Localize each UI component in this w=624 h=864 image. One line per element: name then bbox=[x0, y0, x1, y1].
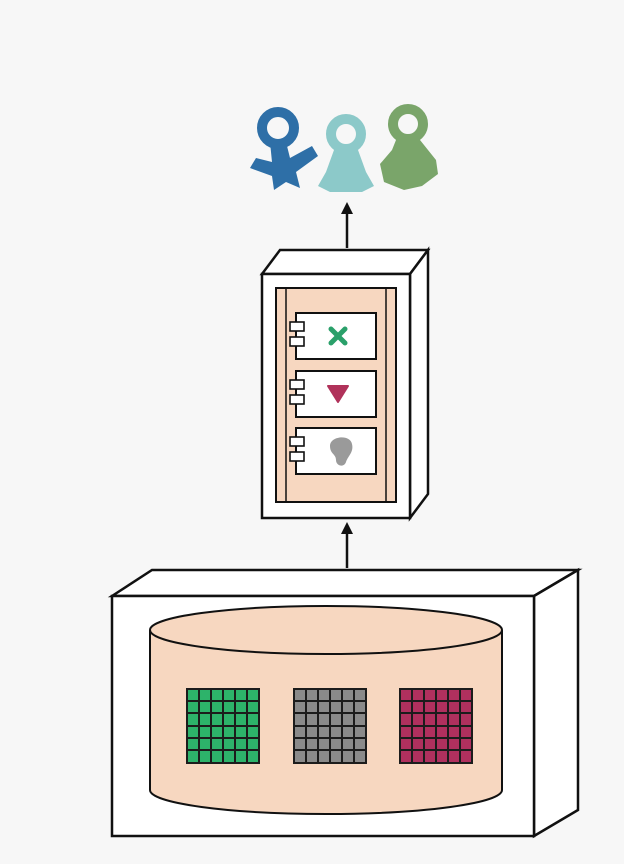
blob-icon bbox=[330, 437, 353, 466]
arrow-to-application bbox=[341, 522, 353, 568]
component-box bbox=[289, 427, 377, 475]
data-grid-magenta bbox=[399, 688, 473, 764]
data-grid-green bbox=[186, 688, 260, 764]
component-box bbox=[289, 312, 377, 360]
data-grid-gray bbox=[293, 688, 367, 764]
triangle-down-icon bbox=[327, 385, 349, 403]
arrow-to-users bbox=[341, 202, 353, 248]
person-waving-icon bbox=[250, 107, 318, 190]
component-list bbox=[289, 312, 377, 475]
person-icon bbox=[318, 114, 374, 192]
x-mark-icon bbox=[328, 326, 348, 346]
person-icon bbox=[380, 104, 438, 190]
component-box bbox=[289, 370, 377, 418]
users-group bbox=[250, 104, 438, 192]
